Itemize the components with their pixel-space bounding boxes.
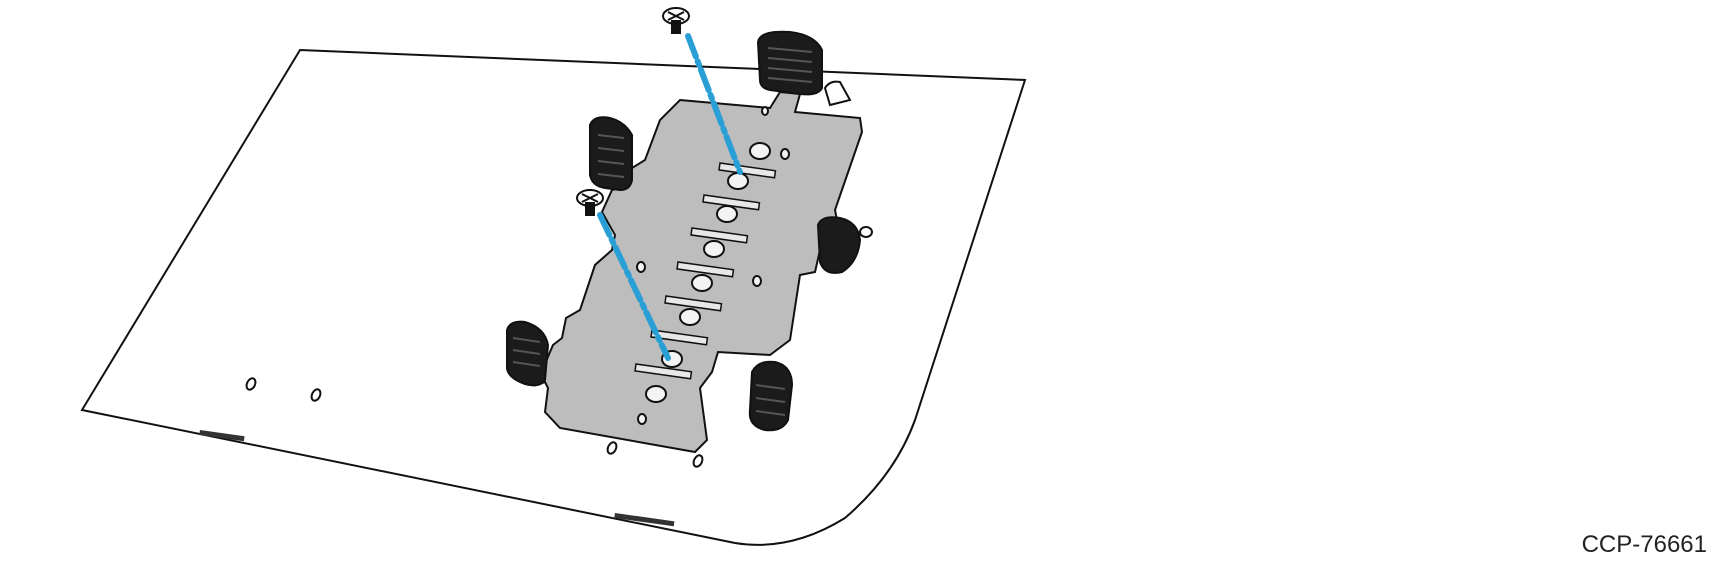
rubber-grip-left	[589, 116, 633, 192]
screw-upper	[662, 7, 690, 34]
rubber-grip-bottom-right	[748, 360, 794, 432]
rubber-grip-bottom-left	[506, 320, 550, 387]
panel-foot-left	[199, 430, 245, 442]
part-number-label: CCP-76661	[1581, 531, 1707, 558]
screw-guide-line-lower	[597, 212, 671, 361]
panel-foot-right	[614, 513, 675, 527]
panel-hole	[606, 441, 618, 455]
plate-holes	[636, 106, 790, 425]
bracket-tab-hole	[859, 226, 873, 238]
screw-lower	[576, 189, 604, 216]
bracket-rear-tab	[823, 80, 852, 107]
rubber-grip-top-right	[756, 30, 823, 96]
screw-guide-line-upper	[685, 33, 743, 175]
panel-hole	[692, 454, 704, 468]
panel-hole	[245, 377, 257, 391]
rubber-grip-right	[816, 216, 862, 274]
panel-hole	[310, 388, 322, 402]
base-panel	[80, 48, 1027, 546]
